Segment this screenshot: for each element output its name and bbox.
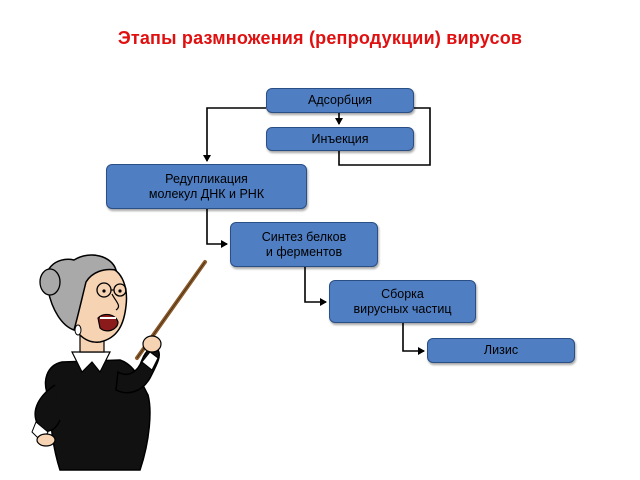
diagram-title: Этапы размножения (репродукции) вирусов (117, 28, 523, 48)
teacher-mouth (97, 313, 119, 332)
step-lysis-label: Лизис (483, 343, 519, 357)
connector-synthesis-assembly (304, 267, 327, 306)
step-adsorption-label: Адсорбция (308, 93, 372, 107)
step-assembly: Сборка вирусных частиц (329, 280, 476, 323)
teacher-hair (45, 254, 118, 331)
step-replication-label: Редупликация молекул ДНК и РНК (148, 171, 265, 201)
connector-injection-loop (338, 107, 431, 166)
connector-replication-synthesis (206, 209, 228, 248)
connector-adsorption-replication (203, 107, 266, 162)
step-synthesis: Синтез белков и ферментов (230, 222, 378, 267)
step-injection: Инъекция (266, 127, 414, 151)
step-injection-label: Инъекция (311, 131, 369, 146)
step-lysis: Лизис (427, 338, 575, 363)
step-replication: Редупликация молекул ДНК и РНК (106, 164, 307, 209)
connector-assembly-lysis (402, 323, 425, 355)
step-adsorption: Адсорбция (266, 88, 414, 113)
step-assembly-label: Сборка вирусных частиц (353, 286, 452, 316)
step-synthesis-label: Синтез белков и ферментов (261, 229, 347, 259)
